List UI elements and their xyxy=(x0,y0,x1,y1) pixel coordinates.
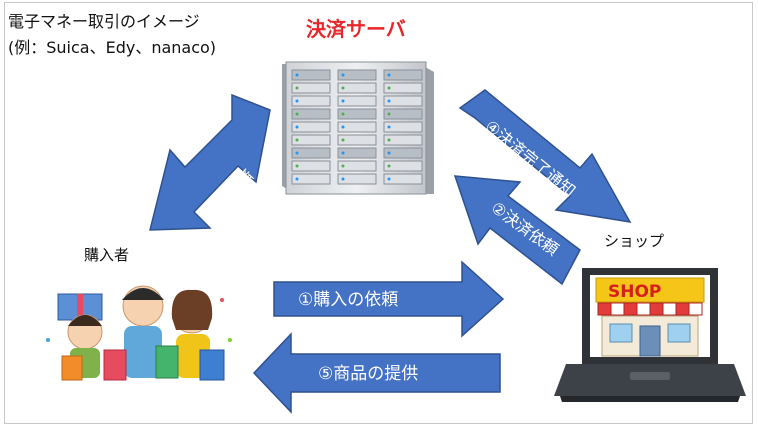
rack-led xyxy=(341,164,345,168)
awning-stripe xyxy=(597,302,612,316)
rack-unit xyxy=(291,82,331,94)
rack-unit xyxy=(337,160,377,172)
rack-unit xyxy=(337,108,377,120)
rack-unit xyxy=(337,95,377,107)
awning-stripe xyxy=(662,302,677,316)
rack-led xyxy=(387,112,391,116)
rack-unit xyxy=(383,69,423,81)
rack-led xyxy=(341,125,345,129)
rack-led xyxy=(295,86,299,90)
rack-led xyxy=(295,164,299,168)
server-rack-icon xyxy=(282,61,434,195)
rack-led xyxy=(387,99,391,103)
shop-label: ショップ xyxy=(604,232,664,250)
title-line-2: (例：Suica、Edy、nanaco) xyxy=(8,38,216,57)
rack-unit xyxy=(291,95,331,107)
rack-unit xyxy=(383,160,423,172)
awning-stripe xyxy=(610,302,625,316)
awning-stripe xyxy=(623,302,638,316)
diagram-frame xyxy=(4,2,753,424)
server-title: 決済サーバ xyxy=(306,17,406,41)
rack-unit xyxy=(291,147,331,159)
rack-unit xyxy=(291,134,331,146)
rack-unit xyxy=(291,173,331,185)
rack-led xyxy=(387,125,391,129)
rack-unit xyxy=(337,121,377,133)
rack-led xyxy=(295,125,299,129)
rack-led xyxy=(295,112,299,116)
rack-unit xyxy=(291,160,331,172)
rack-led xyxy=(295,99,299,103)
rack-led xyxy=(295,151,299,155)
awning-stripe xyxy=(675,302,690,316)
rack-unit xyxy=(291,121,331,133)
rack-unit xyxy=(337,69,377,81)
rack-led xyxy=(295,177,299,181)
rack-unit xyxy=(383,173,423,185)
rack-led xyxy=(387,86,391,90)
arrow-3-payment: ③決済 xyxy=(149,93,271,231)
rack-led xyxy=(341,112,345,116)
title-line-1: 電子マネー取引のイメージ xyxy=(8,12,200,31)
awning-stripe xyxy=(636,302,651,316)
rack-unit xyxy=(383,147,423,159)
rack-led xyxy=(387,73,391,77)
rack-unit xyxy=(337,134,377,146)
laptop-shop-icon: SHOP xyxy=(554,268,746,402)
arrow-1-label: ①購入の依頼 xyxy=(298,290,398,310)
rack-led xyxy=(341,73,345,77)
arrow-1-purchase-request: ①購入の依頼 xyxy=(273,260,505,338)
rack-unit xyxy=(383,82,423,94)
buyer-label: 購入者 xyxy=(84,246,129,264)
rack-unit xyxy=(383,95,423,107)
rack-led xyxy=(295,138,299,142)
rack-led xyxy=(387,138,391,142)
rack-led xyxy=(387,151,391,155)
rack-unit xyxy=(383,134,423,146)
arrow-5-label: ⑤商品の提供 xyxy=(318,364,418,384)
rack-led xyxy=(341,86,345,90)
rack-unit xyxy=(291,108,331,120)
shop-sign-text: SHOP xyxy=(608,282,661,302)
rack-unit xyxy=(337,147,377,159)
awning-stripe xyxy=(649,302,664,316)
rack-led xyxy=(341,177,345,181)
rack-led xyxy=(341,151,345,155)
rack-led xyxy=(295,73,299,77)
arrow-5-deliver-goods: ⑤商品の提供 xyxy=(252,332,501,414)
rack-led xyxy=(387,177,391,181)
rack-unit xyxy=(383,121,423,133)
shoppers-icon xyxy=(46,285,232,381)
rack-unit xyxy=(383,108,423,120)
rack-unit xyxy=(291,69,331,81)
rack-led xyxy=(341,99,345,103)
rack-led xyxy=(341,138,345,142)
awning-stripe xyxy=(688,302,703,316)
rack-unit xyxy=(337,173,377,185)
rack-led xyxy=(387,164,391,168)
rack-unit xyxy=(337,82,377,94)
